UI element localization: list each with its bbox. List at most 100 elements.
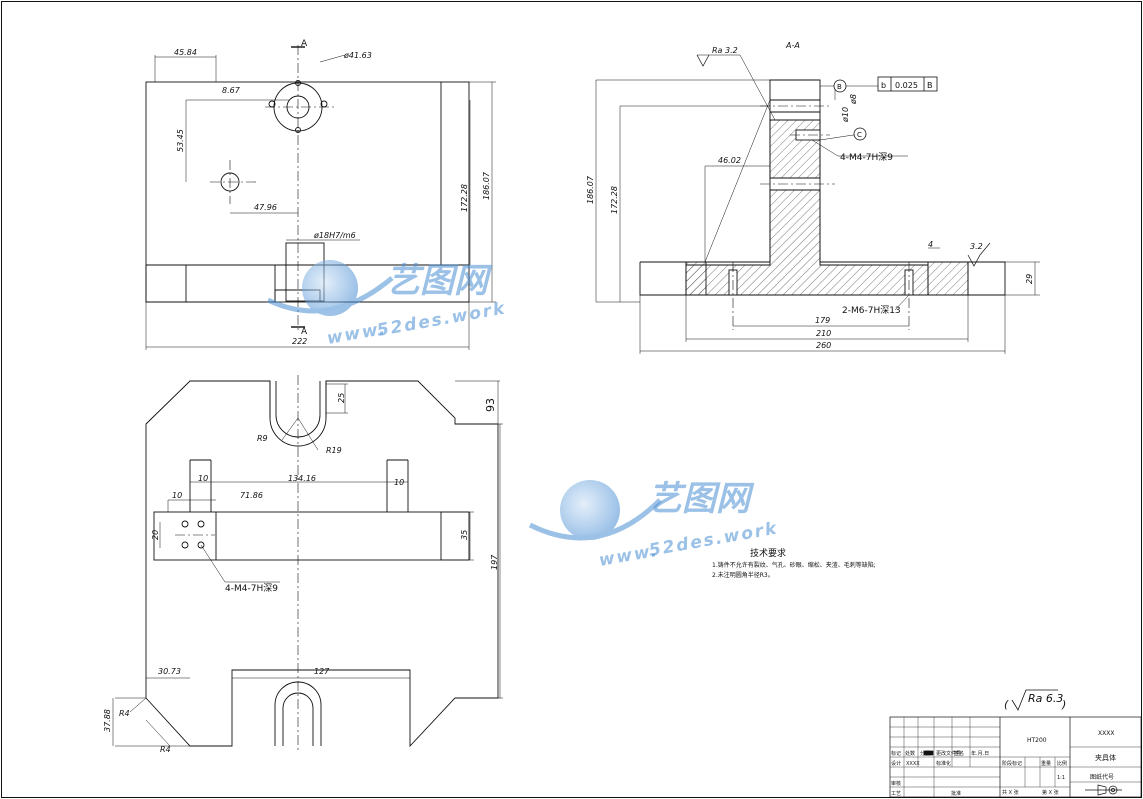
dim-bot-10b: 10 (394, 478, 404, 487)
bottom-view (112, 375, 503, 752)
tb-label-sign: 签名 (954, 750, 964, 757)
svg-text:(: ( (1004, 698, 1009, 711)
section-hatch-upper (769, 119, 821, 179)
dim-sec-186-07: 186.07 (586, 175, 595, 204)
section-hatch-flange-left (685, 261, 707, 296)
tb-label-standard: 标准化 (936, 760, 951, 767)
dim-top-45-84: 45.84 (174, 48, 197, 57)
dim-bot-r19: R19 (326, 446, 342, 455)
bottom-view-outline (145, 380, 499, 748)
general-roughness-value: Ra 6.3 (1028, 692, 1063, 705)
watermark-globe-2 (528, 480, 662, 541)
tb-label-mark: 标记 (891, 750, 901, 757)
datum-c-label: C (857, 131, 862, 139)
tb-material: HT200 (1027, 737, 1047, 744)
dim-sec-210: 210 (816, 329, 831, 338)
tb-label-stage: 阶段标记 (1002, 760, 1022, 767)
dim-bot-35: 35 (460, 530, 469, 540)
tolerance-value: 0.025 (895, 81, 918, 90)
tb-label-count: 处数 (905, 750, 915, 757)
watermark-brand-2: 艺图网 (648, 479, 755, 519)
dim-sec-d8: ø8 (849, 94, 858, 105)
thread-callout-bottom: 4-M4-7H深9 (225, 583, 278, 594)
svg-text:): ) (1061, 698, 1066, 711)
dim-bot-r4b: R4 (160, 745, 171, 754)
section-view (595, 54, 1040, 354)
dim-bot-10c: 10 (172, 491, 182, 500)
dim-top-8-67: 8.67 (222, 86, 241, 95)
tb-total-sheets: 共 X 张 (1002, 789, 1019, 796)
technical-requirements: 技术要求 1.铸件不允许有裂纹、气孔、砂眼、缩松、夹渣、毛刺等缺陷; 2.未注明… (712, 547, 876, 579)
title-block-text: 标记 处数 分区 更改文件号 签名 年.月.日 设计 XXXX 标准化 阶段标记… (891, 730, 1116, 797)
watermark-globe-1 (266, 260, 394, 316)
bottom-view-slot (153, 511, 470, 561)
tb-sheet-no: 第 X 张 (1042, 789, 1059, 796)
dim-sec-260: 260 (816, 341, 831, 350)
section-hatch-flange-right (927, 261, 969, 296)
tb-label-design: 设计 (891, 760, 901, 767)
dim-bot-127: 127 (314, 667, 330, 676)
dim-sec-46-02: 46.02 (718, 156, 741, 165)
tb-scale-value: 1:1 (1057, 775, 1065, 781)
section-view-text: A-A Ra 3.2 b 0.025 B B C ø8 ø10 46.02 18… (586, 41, 1034, 350)
section-title: A-A (785, 41, 800, 50)
tolerance-frame (877, 76, 938, 92)
dim-sec-172-28: 172.28 (610, 186, 619, 214)
tolerance-datum: B (927, 81, 933, 90)
tb-company: XXXX (1098, 730, 1114, 737)
watermark-url-1: 52des.work (375, 298, 507, 340)
tech-req-line-2: 2.未注明圆角半径R3。 (712, 571, 774, 579)
tb-label-weight: 重量 (1041, 760, 1051, 767)
datum-b-label: B (837, 83, 842, 91)
dim-bot-25: 25 (337, 393, 346, 403)
tech-req-line-1: 1.铸件不允许有裂纹、气孔、砂眼、缩松、夹渣、毛刺等缺陷; (712, 561, 876, 569)
watermark-brand-1: 艺图网 (386, 261, 493, 301)
tb-label-process: 工艺 (891, 791, 901, 797)
tolerance-symbol: b (881, 81, 886, 90)
datum-b-circle (833, 79, 847, 93)
tb-part-name: 夹具体 (1095, 753, 1116, 762)
thread-callout-m4: 4-M4-7H深9 (840, 152, 893, 163)
tb-drawing-no: 图纸代号 (1090, 773, 1114, 781)
dim-bot-r9: R9 (257, 434, 268, 443)
section-marker-a-top: A (301, 39, 308, 49)
tb-label-date: 年.月.日 (971, 750, 989, 757)
bottom-view-dims: 25 R9 R19 93 10 134.16 10 10 71.86 35 20… (103, 393, 499, 754)
dim-top-hub-dia: ø41.63 (343, 51, 372, 60)
general-roughness: ( Ra 6.3 ) (1004, 689, 1066, 711)
top-view (145, 45, 496, 350)
dim-bot-93: 93 (484, 398, 497, 412)
dim-top-186-07: 186.07 (482, 171, 491, 200)
title-block (889, 716, 1142, 798)
dim-top-222: 222 (292, 337, 307, 346)
section-roughness-top: Ra 3.2 (712, 46, 738, 55)
dim-bot-71-86: 71.86 (240, 491, 263, 500)
section-marker-a-bottom: A (301, 327, 308, 337)
dim-bot-30-73: 30.73 (158, 667, 181, 676)
top-view-dims: 45.84 8.67 ø41.63 53.45 47.96 172.28 186… (174, 39, 491, 346)
dim-bot-10a: 10 (198, 474, 208, 483)
dim-bot-r4a: R4 (119, 709, 130, 718)
dim-top-47-96: 47.96 (254, 203, 277, 212)
section-tag-4: 4 (928, 240, 933, 249)
dim-bot-20: 20 (151, 530, 160, 540)
dim-sec-179: 179 (815, 316, 830, 325)
watermark-2: 艺图网 www. 52des.work (528, 479, 780, 571)
dim-bot-134-16: 134.16 (288, 474, 316, 483)
tb-label-change: 更改文件号 (936, 750, 961, 757)
thread-callout-m6: 2-M6-7H深13 (842, 305, 901, 316)
tb-label-zone: 分区 (920, 750, 930, 757)
dim-sec-29: 29 (1025, 274, 1034, 284)
tb-designer: XXXX (906, 761, 920, 767)
tb-label-review: 审核 (891, 780, 901, 787)
dim-sec-d10: ø10 (841, 107, 850, 123)
section-roughness-small: 3.2 (970, 242, 983, 251)
section-hatch-stem (685, 189, 929, 296)
dim-top-fit: ø18H7/m6 (313, 231, 356, 240)
tb-label-scale: 比例 (1057, 760, 1067, 767)
tb-label-approve: 批准 (951, 790, 961, 797)
datum-c-circle (853, 127, 867, 141)
dim-top-172-28: 172.28 (460, 184, 469, 212)
